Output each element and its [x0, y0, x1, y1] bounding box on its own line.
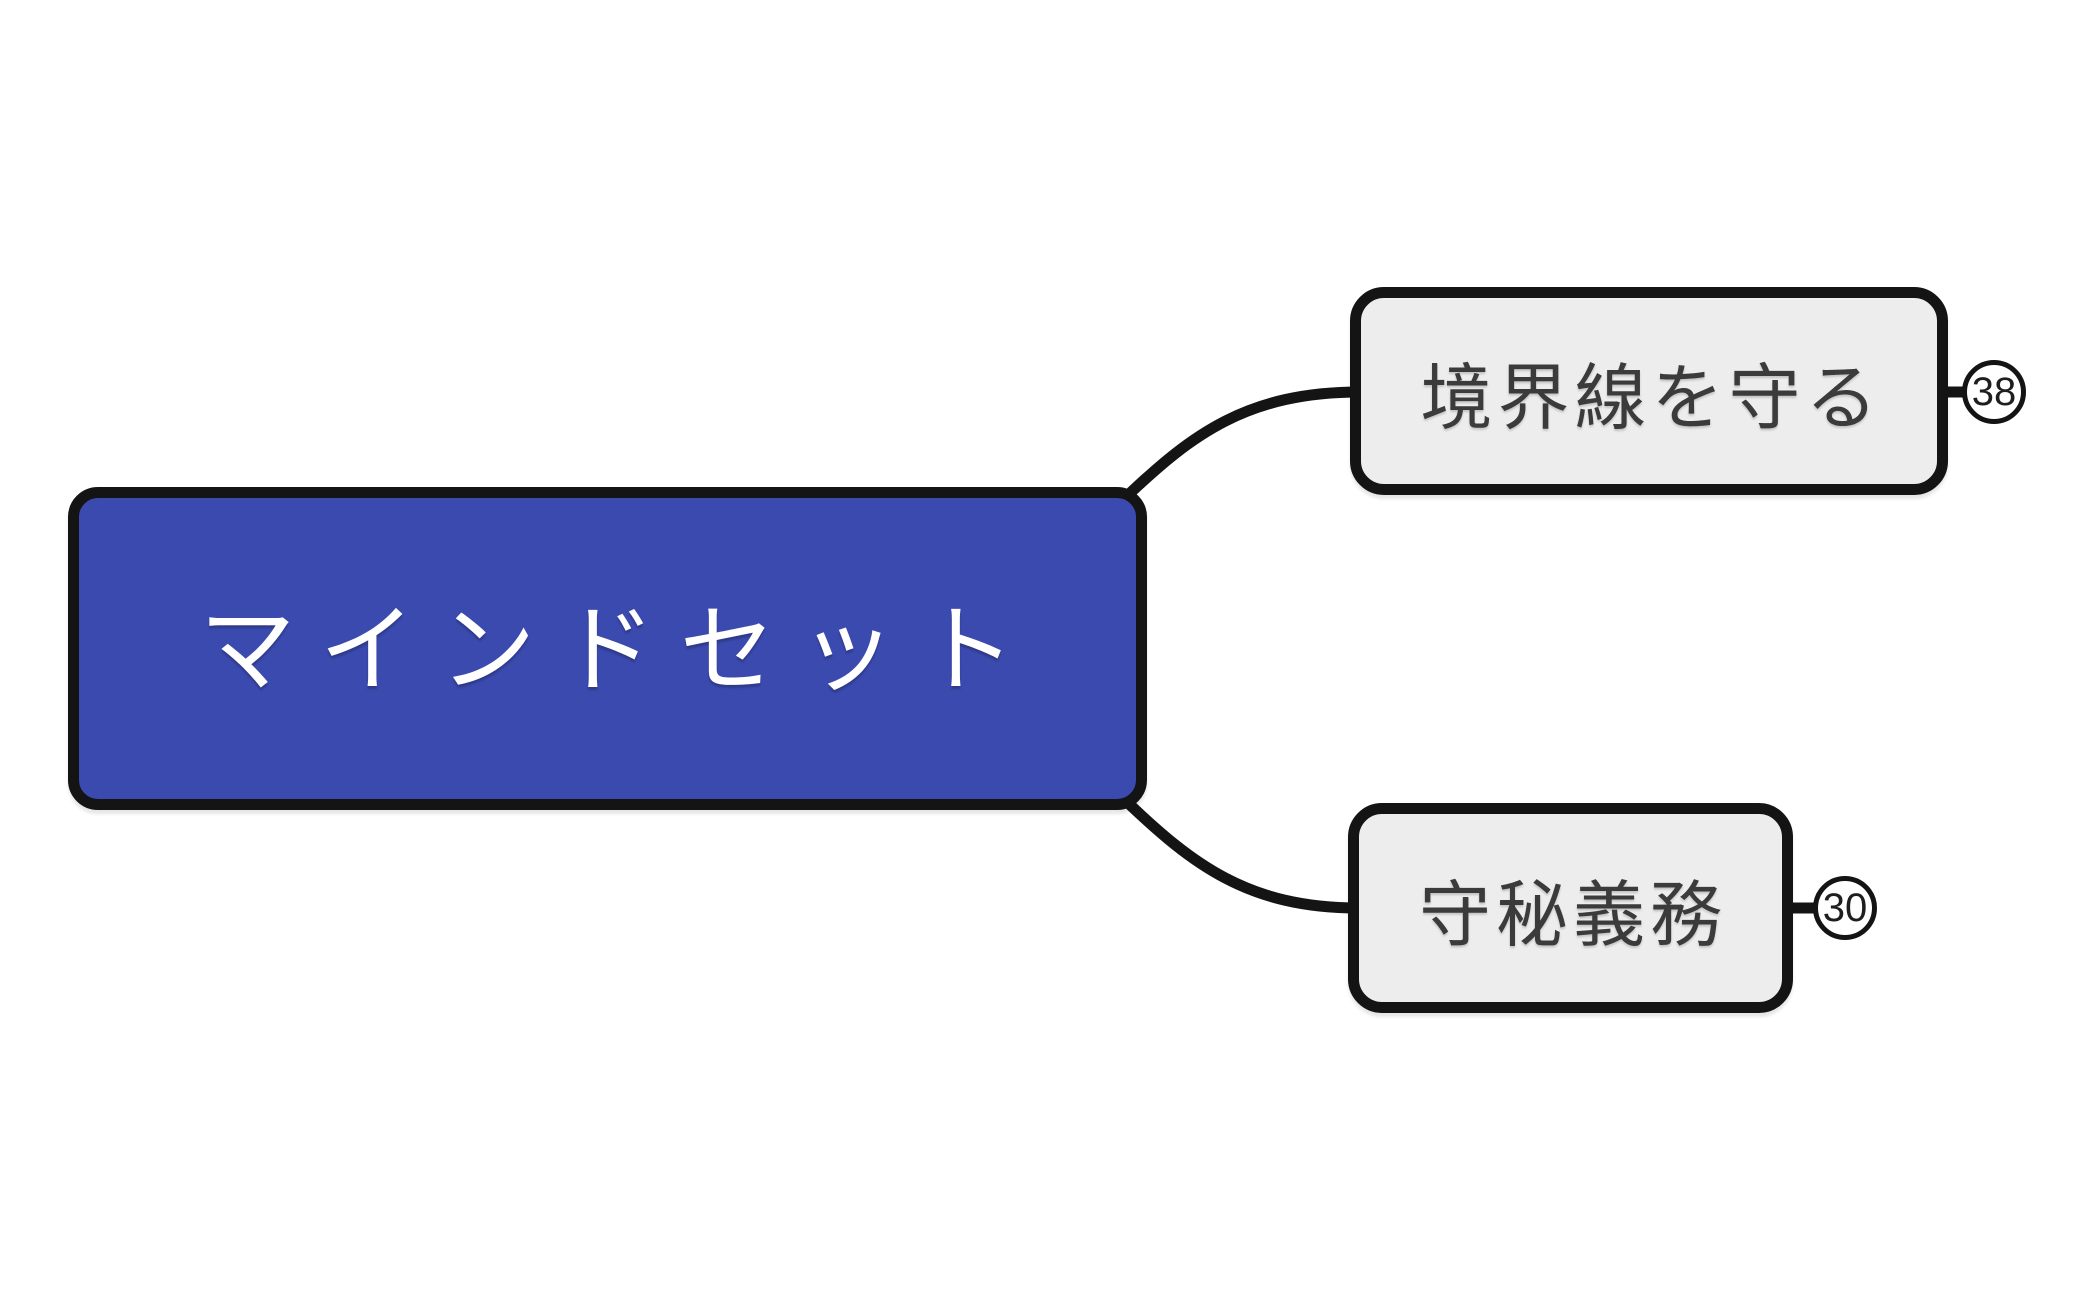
subtopic-2-label: 守秘義務	[1418, 875, 1727, 956]
central-topic-node[interactable]: マインドセット	[68, 487, 1147, 810]
connector-root-to-subtopic-1	[1120, 386, 1366, 503]
subtopic-1-label: 境界線を守る	[1420, 358, 1883, 439]
central-topic-label: マインドセット	[199, 597, 1040, 704]
subtopic-node-1[interactable]: 境界線を守る	[1350, 287, 1948, 495]
connector-root-to-subtopic-2	[1120, 795, 1364, 914]
subtopic-node-2[interactable]: 守秘義務	[1348, 803, 1793, 1013]
task-count-badge-1[interactable]: 38	[1962, 360, 2026, 424]
task-count-badge-2[interactable]: 30	[1813, 876, 1877, 940]
